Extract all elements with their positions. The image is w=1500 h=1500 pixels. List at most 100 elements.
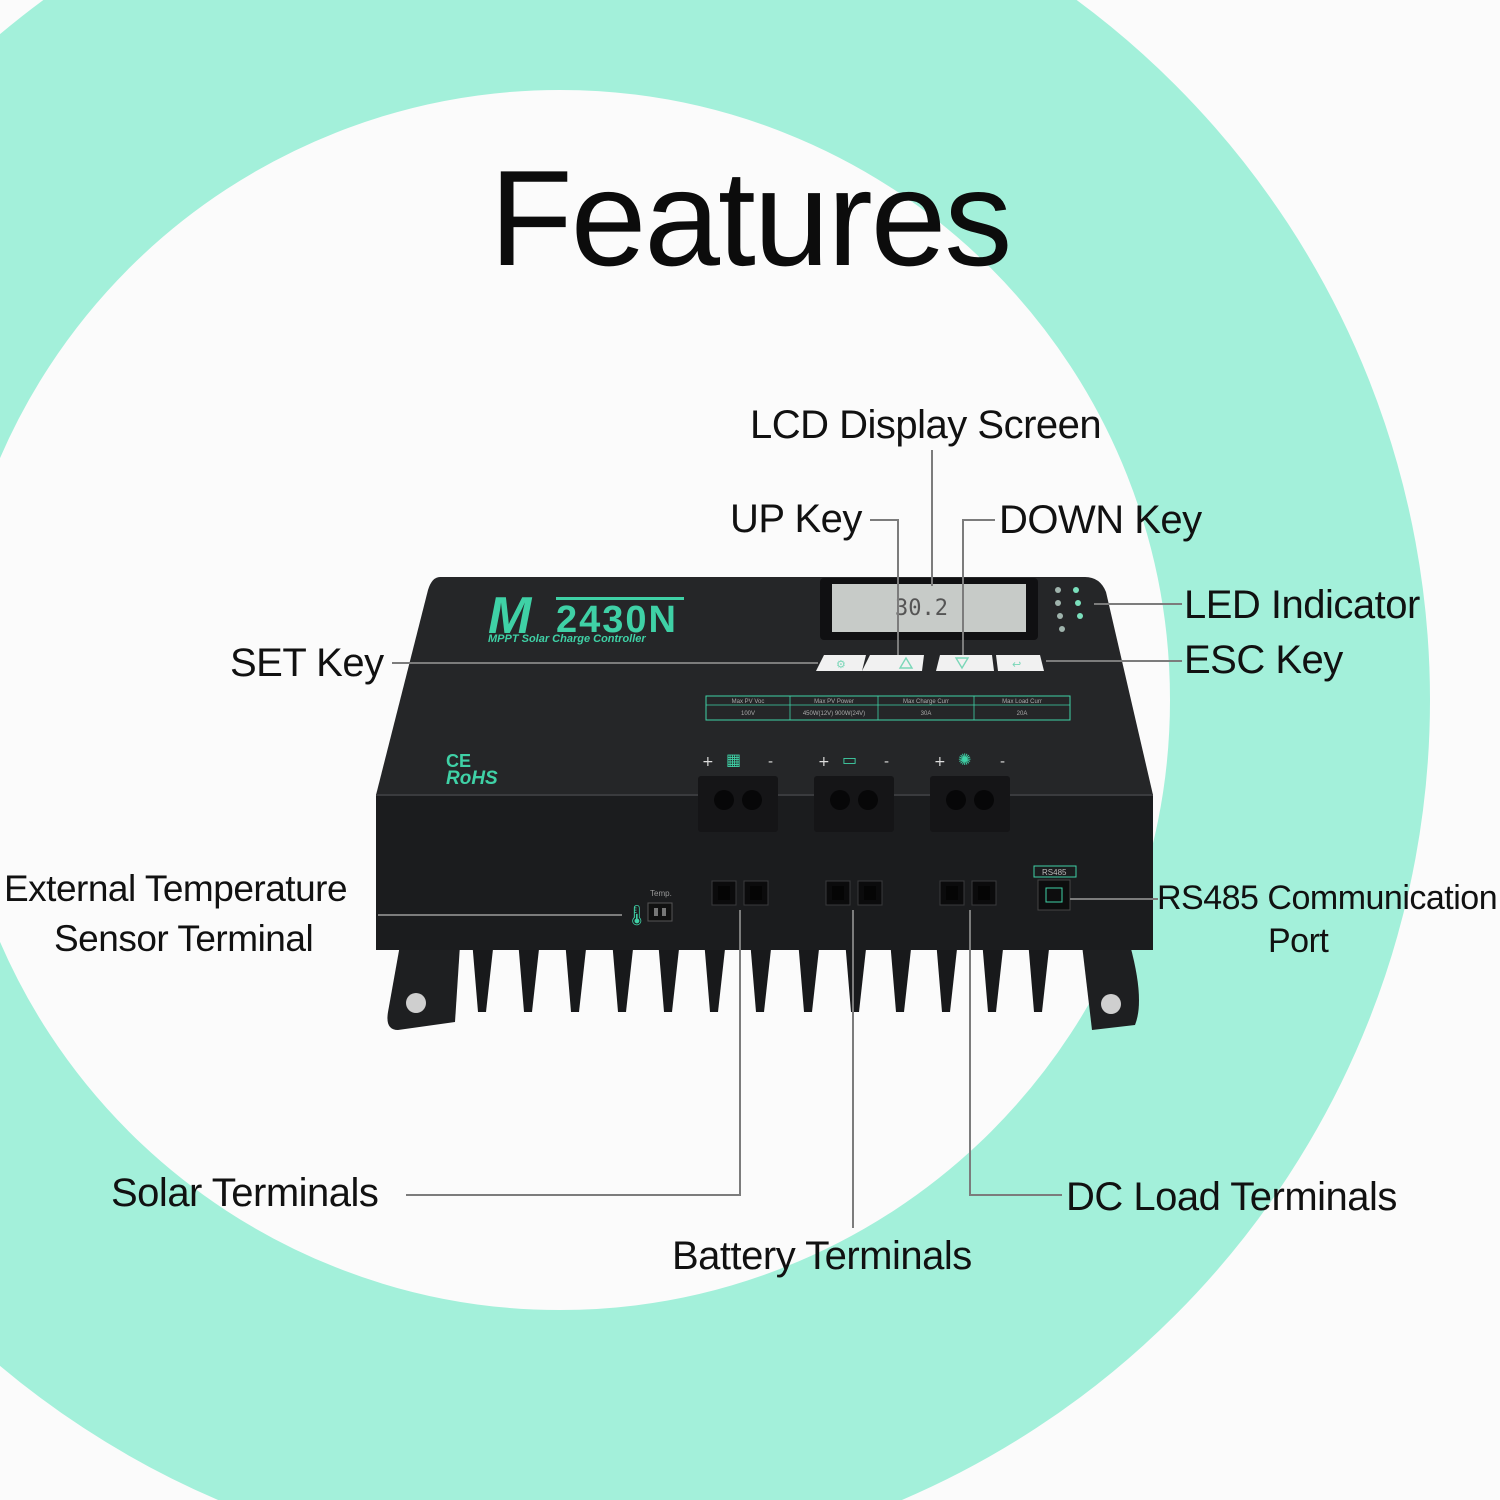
terminal-block [930,776,1010,832]
heatsink-fin [472,940,494,1012]
wire-port-slot [978,886,990,900]
rs485-jack [1045,887,1063,903]
spec-table-header: Max Charge Curr [903,699,949,705]
label-up-key: UP Key [730,497,862,541]
heatsink-fin [750,940,772,1012]
terminal-screw [742,790,762,810]
heatsink-fin [704,940,726,1012]
temp-sensor-port[interactable] [647,902,673,922]
down-key[interactable] [936,655,994,671]
spec-table-value: 100V [741,711,755,717]
product-subtitle: MPPT Solar Charge Controller [488,633,646,645]
terminal-block [814,776,894,832]
left-mounting-foot [387,945,460,1030]
heatsink-fin [982,940,1004,1012]
rohs-mark: RoHS [446,768,498,789]
label-temp-sensor-line1: External Temperature [4,868,348,909]
lcd-screen [832,584,1026,632]
up-key[interactable] [862,655,924,671]
heatsink-fin [612,940,634,1012]
heatsink-fins [472,940,1050,1012]
label-dc-load-terminals: DC Load Terminals [1066,1175,1397,1219]
down-arrow-icon [954,657,970,670]
up-arrow-icon [898,656,914,669]
temp-port-label: Temp. [650,889,672,898]
rs485-port[interactable] [1037,879,1071,911]
minus-icon: - [884,754,889,770]
label-rs485-line1: RS485 Communication [1157,879,1498,917]
lcd-reading: 30.2 [895,596,948,621]
leader-load [969,910,1062,1196]
heatsink-fin [798,940,820,1012]
spec-table-value: 450W(12V) 900W(24V) [803,711,865,717]
model-underline [556,597,684,600]
label-solar-terminals: Solar Terminals [111,1171,379,1215]
terminal-screw [974,790,994,810]
heatsink-fin [658,940,680,1012]
label-rs485-line2: Port [1268,922,1329,960]
callout-leader-lines [378,450,1182,1228]
plus-icon: + [818,754,830,770]
wire-port-slot [718,886,730,900]
wire-port-slot [750,886,762,900]
led-indicator-cluster [1055,587,1083,632]
label-lcd-display-screen: LCD Display Screen [750,403,1102,447]
set-key[interactable]: ⚙ [816,655,866,671]
heatsink-fin [936,940,958,1012]
gear-icon: ⚙ [836,659,846,671]
spec-table-value: 20A [1017,711,1028,717]
device-front-face [376,795,1153,950]
wire-port-slot [864,886,876,900]
model-number: 2430N [556,599,678,641]
thermometer-icon: 🌡 [624,905,649,927]
plus-icon: + [934,754,946,770]
label-down-key: DOWN Key [999,498,1202,542]
wire-port-slot [946,886,958,900]
battery-icon: ▭ [842,750,857,769]
ce-mark: CE [446,751,471,771]
wire-port-slot [832,886,844,900]
spec-table-header: Max PV Power [814,699,854,705]
heatsink-fin [845,940,867,1012]
terminal-screw [858,790,878,810]
page-title: Features [489,142,1013,294]
spec-table: Max PV Voc Max PV Power Max Charge Curr Max… [705,695,1071,721]
minus-icon: - [1000,754,1005,770]
heatsink-fin [1028,940,1050,1012]
label-battery-terminals: Battery Terminals [672,1234,972,1278]
heatsink-fin [518,940,540,1012]
rs485-port-label: RS485 [1042,868,1067,877]
rs485-label-box [1033,865,1077,878]
model-prefix: M [488,587,533,645]
minus-icon: - [768,754,773,770]
spec-table-frame [705,695,1071,721]
temp-pin [654,908,658,916]
label-led-indicator: LED Indicator [1184,583,1420,627]
leader-up [870,519,899,655]
right-mounting-foot [1082,945,1139,1030]
spec-table-header: Max PV Voc [732,699,765,705]
spec-table-header: Max Load Curr [1002,699,1042,705]
label-set-key: SET Key [230,641,384,685]
label-esc-key: ESC Key [1184,638,1343,682]
leader-down [962,519,995,655]
plus-icon: + [702,754,714,770]
right-mount-hole [1101,994,1121,1014]
return-icon: ↩ [1012,659,1021,671]
label-temp-sensor-line2: Sensor Terminal [54,918,314,959]
temp-pin [662,908,666,916]
terminal-block [698,776,778,832]
heatsink-fin [565,940,587,1012]
left-mount-hole [406,993,426,1013]
front-wire-ports [711,880,997,906]
terminal-screw [946,790,966,810]
terminal-screw [714,790,734,810]
solar-panel-icon: ▦ [726,750,741,769]
screw-terminal-blocks: +-▦+-▭+-✺ [698,750,1010,832]
esc-key[interactable]: ↩ [996,655,1044,671]
leader-solar [406,910,741,1196]
terminal-screw [830,790,850,810]
